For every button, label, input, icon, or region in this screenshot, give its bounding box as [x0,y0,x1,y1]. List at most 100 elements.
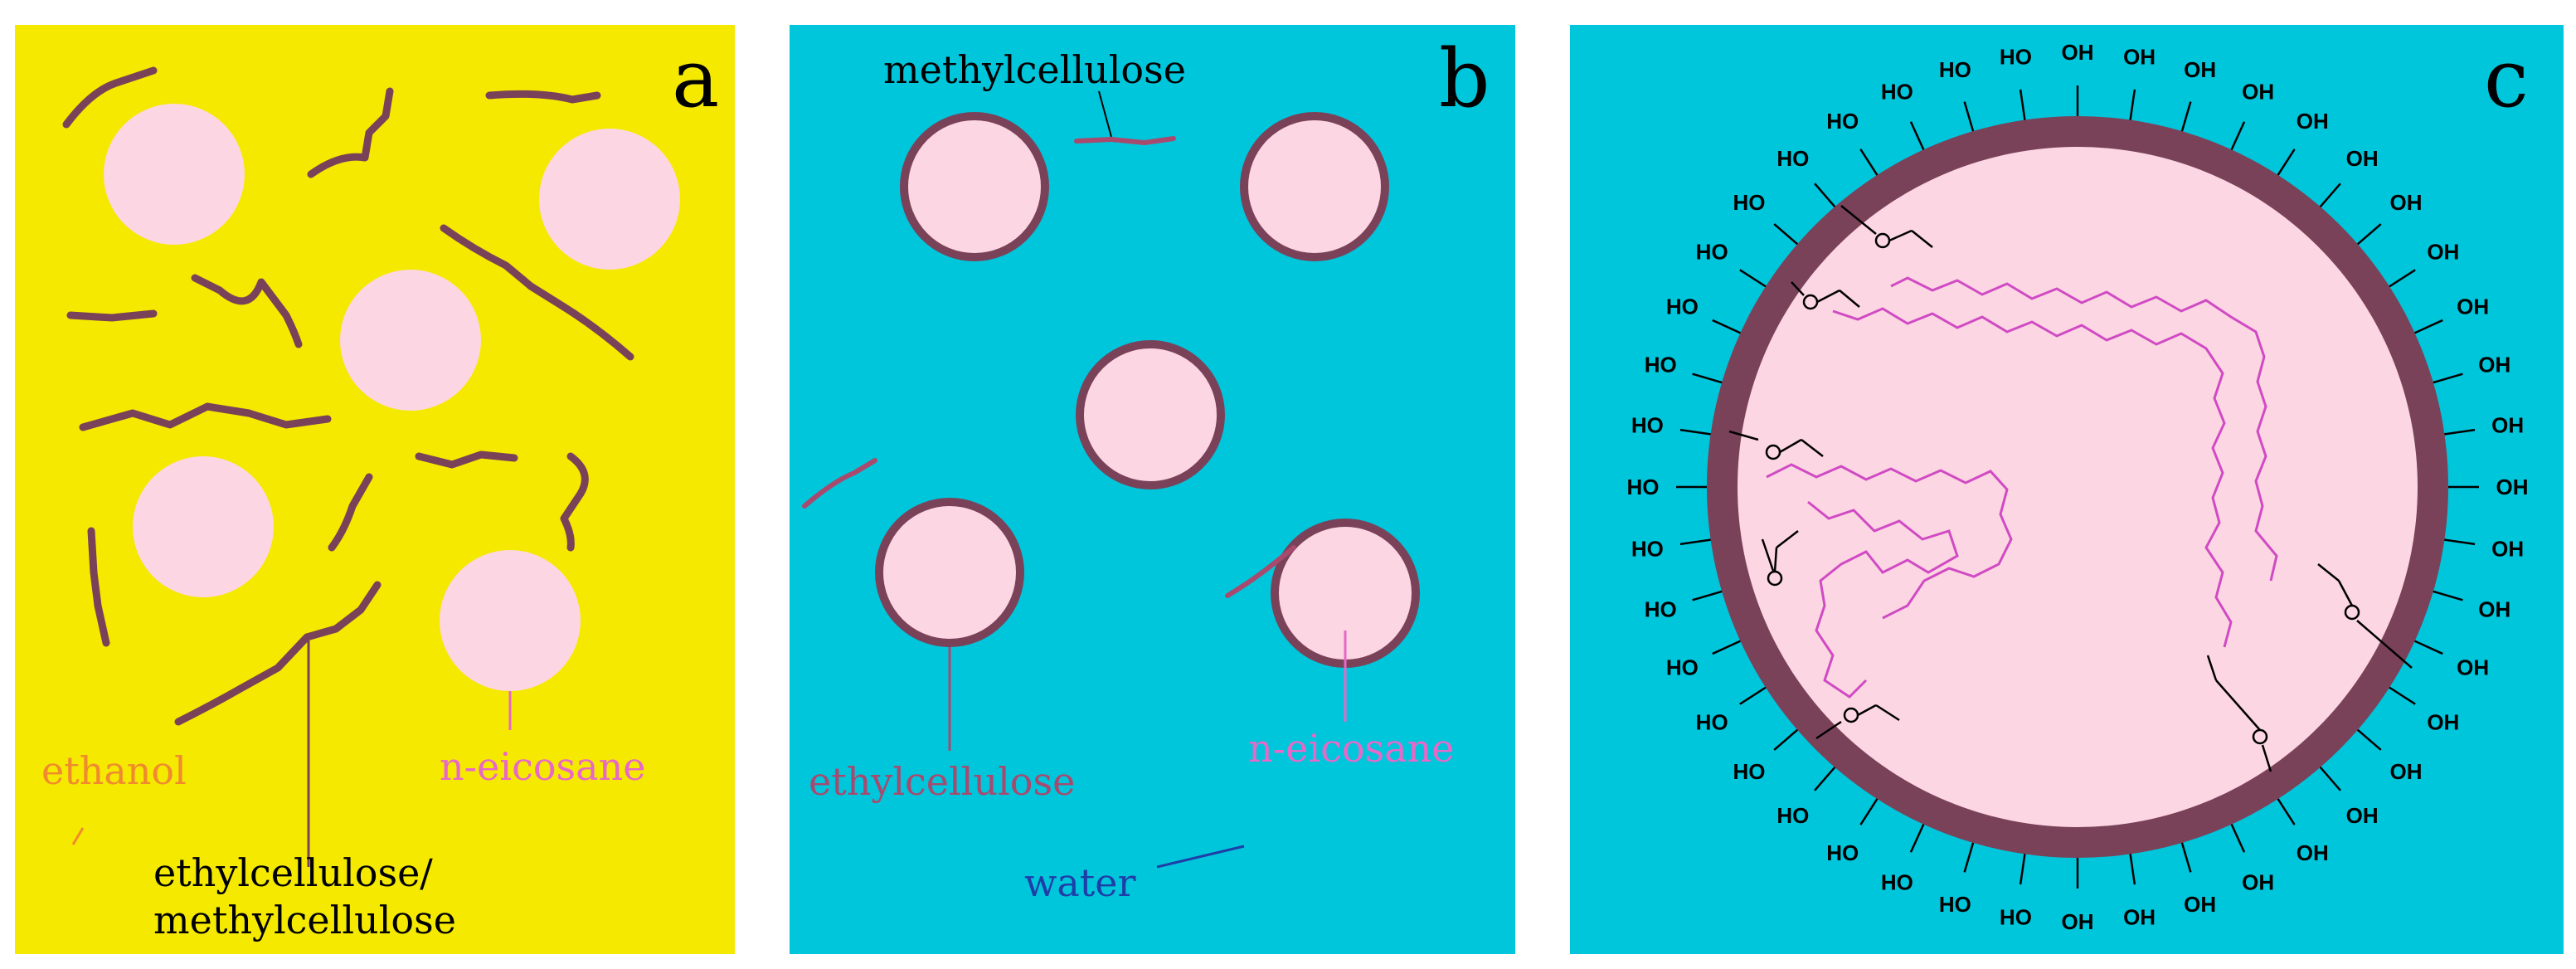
polymer-strand [191,274,303,348]
hydroxyl-bond [1712,319,1747,337]
hydroxyl-label: OH [2062,909,2094,934]
hydroxyl-bond [1692,588,1728,601]
hydroxyl-label: HO [2000,905,2032,930]
hydroxyl-bond [2228,121,2246,156]
hydroxyl-label: HO [1696,709,1728,734]
leader-line [1098,90,1112,138]
hydroxyl-bond [2438,538,2476,546]
methylcellulose-strand [1074,136,1176,146]
hydroxyl-bond [1739,269,1772,291]
hydroxyl-bond [1909,121,1927,156]
hydroxyl-label: OH [2390,759,2423,784]
hydroxyl-bond [2179,101,2192,138]
hydroxyl-label: OH [2297,840,2329,865]
hydroxyl-label: HO [1939,892,1971,917]
eicosane-label: n-eicosane [1248,726,1454,771]
ethoxy-group [2317,563,2413,669]
hydroxyl-label: HO [1826,109,1859,134]
hydroxyl-bond [2019,89,2027,126]
coated-droplet [1076,340,1225,489]
hydroxyl-bond [1909,818,1927,853]
hydroxyl-bond [2316,183,2341,212]
panel-b-background [790,25,1515,954]
ethoxy-groups [1728,205,2413,772]
hydroxyl-bond [1859,149,1882,181]
hydroxyl-label: OH [2297,109,2329,134]
eicosane-droplet [133,456,274,597]
coated-droplet [1240,112,1389,261]
polymer-strand [560,452,589,552]
hydroxyl-bond [2179,836,2192,873]
hydroxyl-label: OH [2427,709,2459,734]
hydroxyl-label: HO [1939,57,1971,82]
eicosane-droplet [104,104,245,245]
hydroxyl-label: HO [2000,44,2032,69]
panel-a-letter: a [672,32,719,125]
methylcellulose-label: methylcellulose [883,47,1186,92]
ethanol-label: ethanol [41,748,187,793]
hydroxyl-label: HO [1881,79,1913,104]
ethoxy-group [1791,281,1860,310]
eicosane-chain [1766,463,2013,620]
hydroxyl-label: HO [1881,870,1913,895]
ethoxy-group [1815,704,1900,740]
eicosane-droplet [539,129,680,270]
hydroxyl-bond [1679,538,1717,546]
hydroxyl-label: HO [1776,146,1809,171]
coated-droplet [875,498,1024,647]
hydroxyl-bond [2128,89,2136,126]
hydroxyl-label: OH [2457,655,2489,680]
hydroxyl-label: OH [2427,240,2459,265]
polymer-strand [328,473,373,552]
ethylcellulose-label: ethylcellulose [809,759,1075,804]
panel-b: b methylcellulose ethylcellulose n-eicos… [790,25,1515,954]
hydroxyl-bond [1814,183,1840,212]
hydroxyl-bond [2352,725,2382,751]
eicosane-droplet [440,550,581,691]
leader-line [1156,845,1245,869]
hydroxyl-bond [1859,793,1882,825]
eicosane-chain [1807,500,1959,699]
hydroxyl-bond [2408,637,2443,655]
hydroxyl-bond [1773,725,1803,751]
hydroxyl-bond [2384,269,2416,291]
hydroxyl-bond [2019,848,2027,885]
ethoxy-group [2206,655,2272,772]
hydroxyl-bond [2427,373,2463,386]
polymer-strand [79,402,332,431]
hydroxyl-label: HO [1826,840,1859,865]
hydroxyl-label: HO [1631,412,1664,437]
hydroxyl-label: HO [1696,240,1728,265]
polymer-strand [440,224,634,361]
eicosane-core [1738,147,2418,827]
hydroxyl-bond [2384,683,2416,705]
eicosane-droplet [340,270,481,411]
hydroxyl-label: OH [2478,352,2510,377]
polymer-strand [485,90,601,104]
panel-a: a ethanol n-eicosane ethylcell [15,25,735,954]
hydroxyl-label: OH [2242,79,2274,104]
hydroxyl-label: HO [1631,537,1664,562]
hydroxyl-label: OH [2491,412,2524,437]
hydroxyl-label: HO [1666,294,1699,319]
polymer-strand [87,527,110,647]
eicosane-chain [1890,276,2278,582]
hydroxyl-bond [2228,818,2246,853]
hydroxyl-bond [1739,683,1772,705]
methylcellulose-strand [1225,545,1296,598]
hydroxyl-label: OH [2457,294,2489,319]
hydroxyl-label: HO [1645,597,1677,622]
hydroxyl-bond [1712,637,1747,655]
hydroxyl-label: OH [2346,146,2379,171]
eicosane-chain [1832,307,2233,648]
hydroxyl-label: HO [1645,352,1677,377]
polymer-strand [174,581,382,726]
hydroxyl-label: HO [1733,759,1765,784]
polymer-label-line1: ethylcellulose/ [153,850,433,895]
hydroxyl-label: OH [2242,870,2274,895]
hydroxyl-label: OH [2123,44,2156,69]
leader-line [71,827,85,845]
